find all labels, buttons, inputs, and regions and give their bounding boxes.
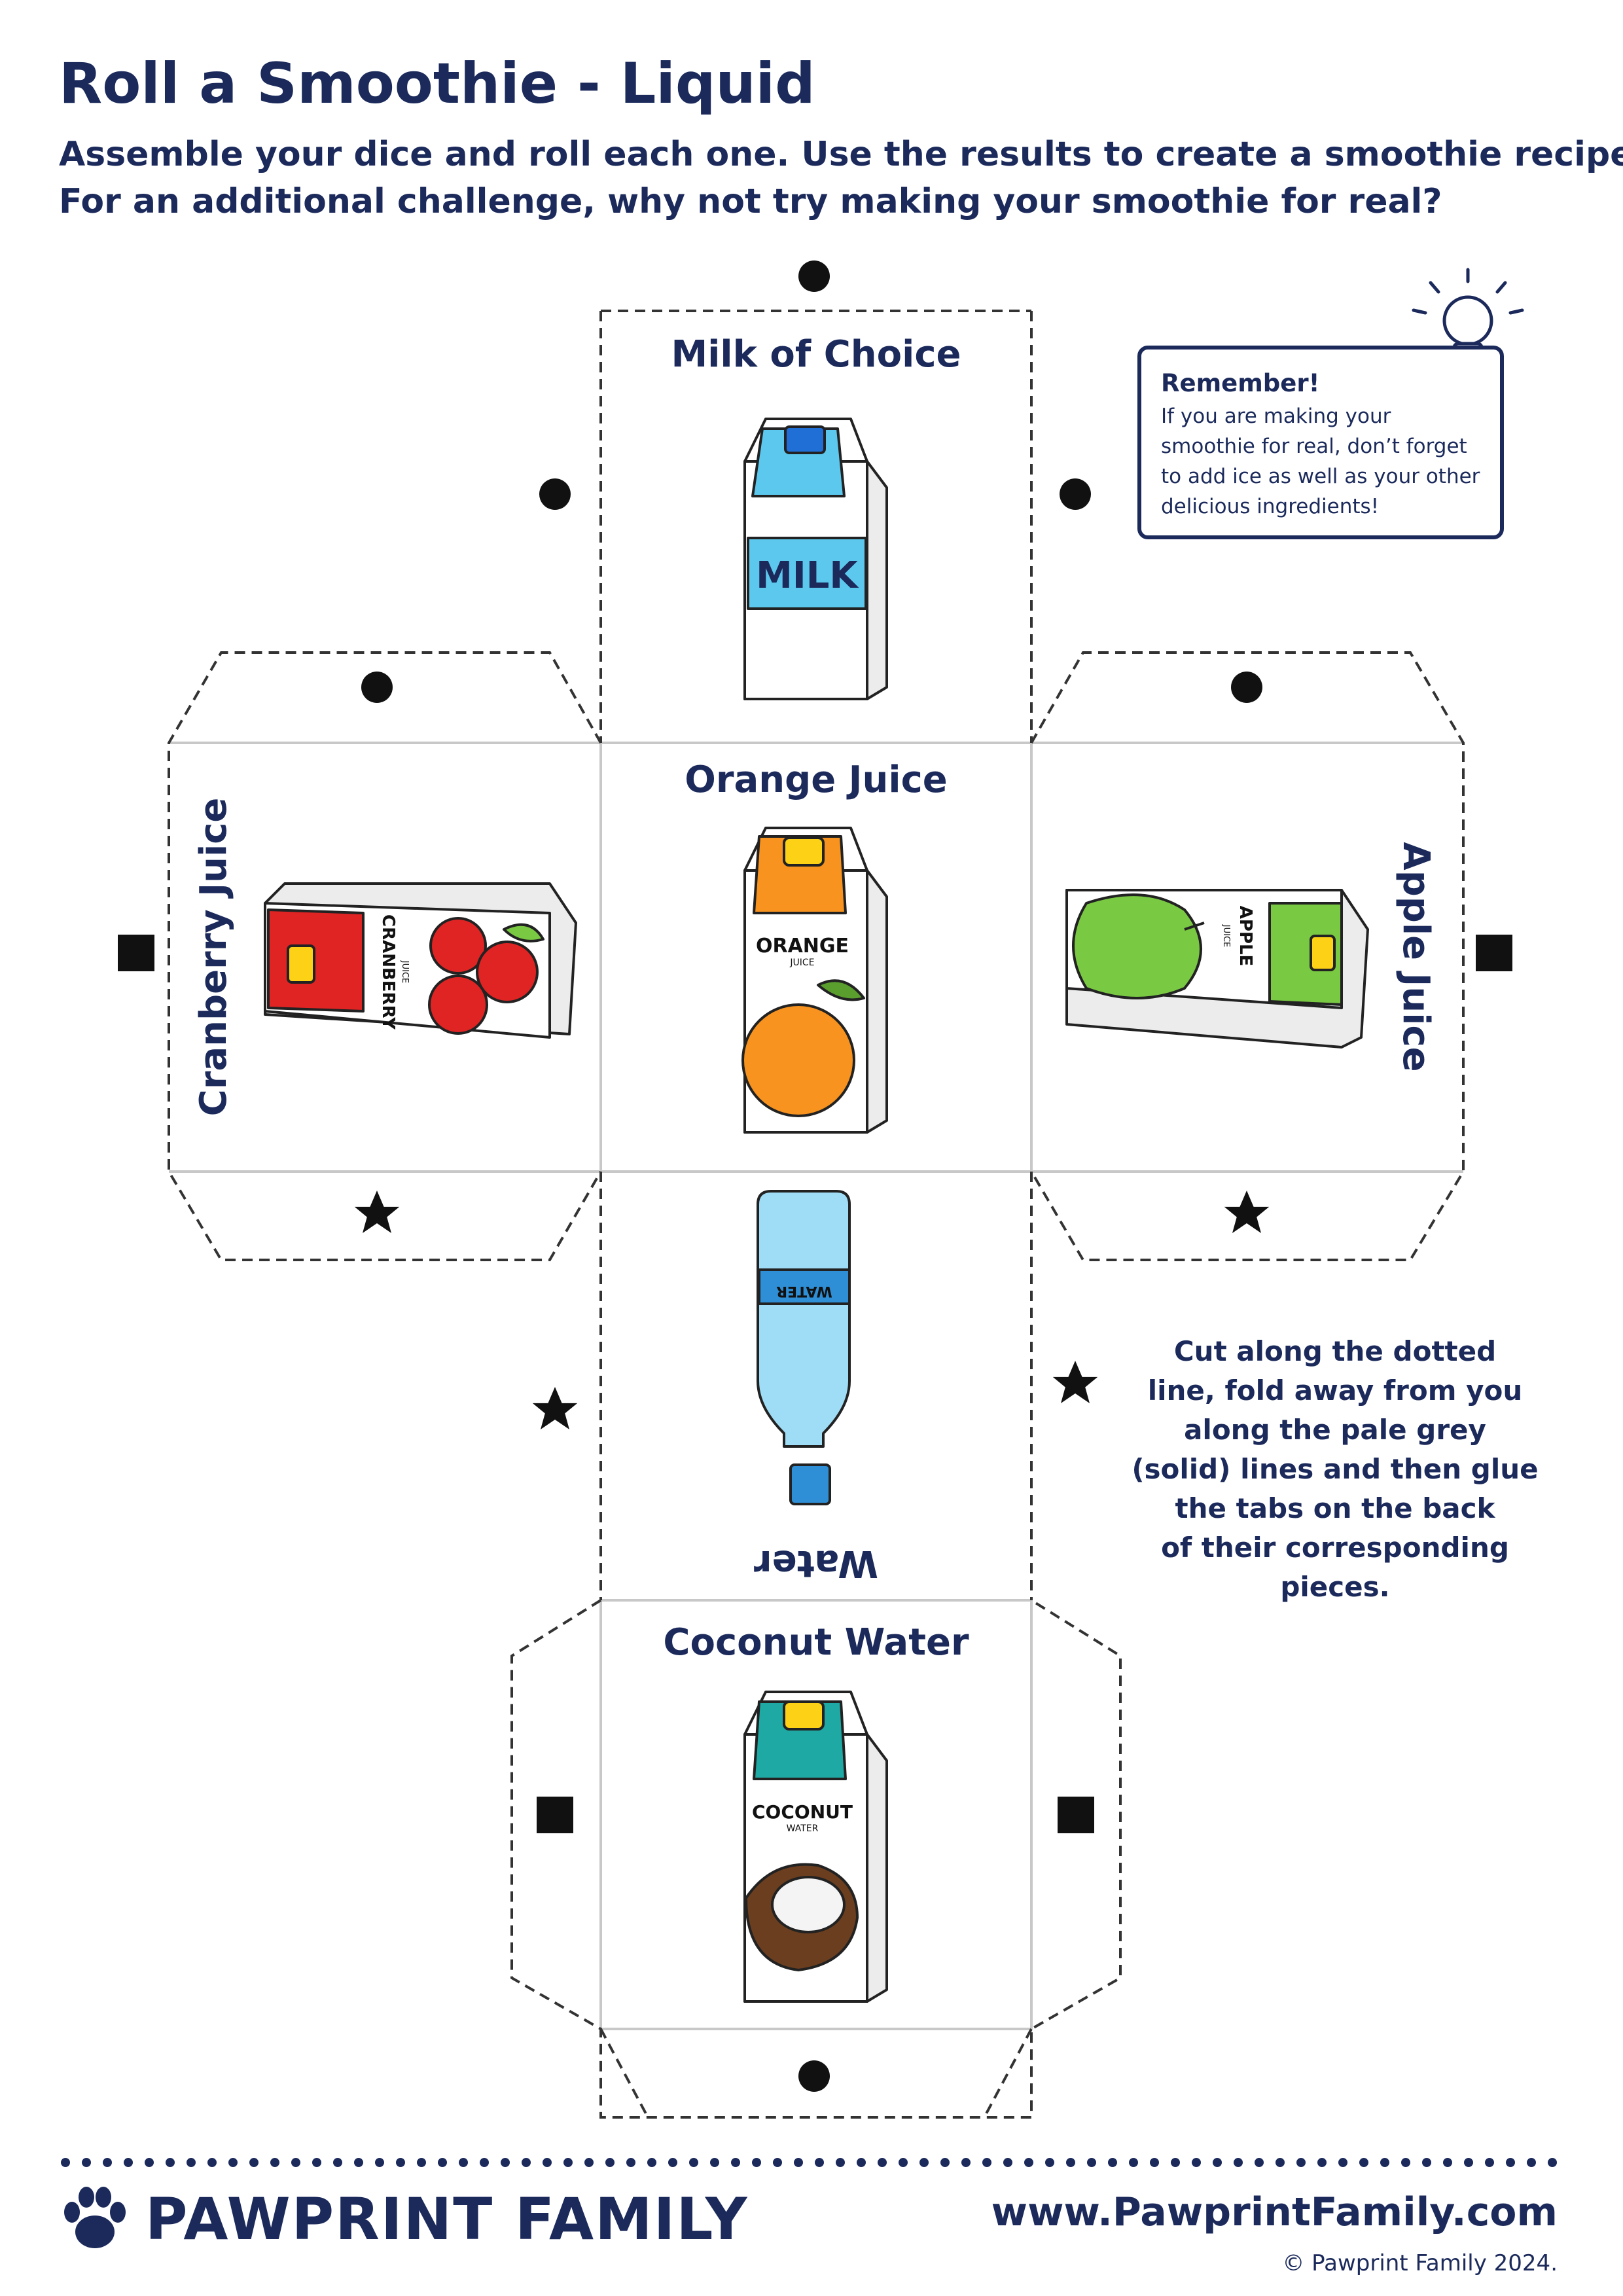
remember-line-3: to add ice as well as your other [1161,465,1480,488]
coconut-carton-image: COCONUT WATER [743,1691,888,2003]
markers [118,260,1512,2092]
instructions-line-3: along the pale grey [1184,1414,1486,1446]
coconut-sublabel: WATER [787,1823,819,1834]
cranberry-sublabel: JUICE [400,960,410,983]
apple-sublabel: JUICE [1221,924,1231,947]
circle-marker [798,260,830,292]
circle-marker [361,672,393,703]
cranberry-label: CRANBERRY [378,914,398,1030]
star-marker [1224,1191,1270,1233]
instructions-line-1: Cut along the dotted [1173,1335,1497,1367]
instructions-line-4: (solid) lines and then glue [1132,1453,1539,1485]
remember-heading: Remember! [1161,369,1320,397]
fold-lines [169,742,1463,2030]
face-label-milk: Milk of Choice [671,333,961,376]
cut-line [168,310,1465,2119]
coconut-label: COCONUT [752,1801,853,1823]
remember-line-1: If you are making your [1161,404,1391,428]
cranberry-carton-image: CRANBERRY JUICE [264,882,577,1039]
orange-sublabel: JUICE [789,958,814,968]
website-link[interactable]: www.PawprintFamily.com [991,2189,1558,2235]
remember-note: Remember! If you are making your smoothi… [1137,346,1504,539]
milk-label: MILK [756,554,859,597]
water-bottle-image: WATER [757,1190,851,1505]
instructions-line-7: pieces. [1280,1571,1390,1603]
square-marker [1058,1797,1094,1833]
instructions: Cut along the dotted line, fold away fro… [1113,1332,1558,1607]
apple-carton-image: APPLE JUICE [1065,889,1369,1049]
intro-text: Assemble your dice and roll each one. Us… [59,131,1623,225]
brand-logo: PAWPRINT FAMILY [59,2179,748,2258]
instructions-line-2: line, fold away from you [1147,1374,1523,1407]
square-marker [1476,935,1512,971]
circle-marker [539,478,571,510]
orange-label: ORANGE [756,935,849,958]
instructions-line-5: the tabs on the back [1175,1492,1495,1524]
intro-line-1: Assemble your dice and roll each one. Us… [59,135,1623,174]
instructions-line-6: of their corresponding [1161,1532,1509,1564]
page-title: Roll a Smoothie - Liquid [59,51,815,117]
star-marker [532,1387,578,1429]
star-marker [1052,1361,1098,1403]
orange-carton-image: ORANGE JUICE [741,827,888,1134]
circle-marker [798,2060,830,2092]
face-label-apple: Apple Juice [1395,842,1437,1071]
milk-carton-image: MILK [743,418,888,700]
footer-divider [61,2158,1562,2167]
intro-line-2: For an additional challenge, why not try… [59,182,1442,221]
copyright: © Pawprint Family 2024. [1282,2250,1558,2276]
face-label-orange: Orange Juice [685,759,948,801]
circle-marker [1060,478,1091,510]
star-marker [354,1191,400,1233]
water-label: WATER [776,1283,832,1299]
remember-line-4: delicious ingredients! [1161,495,1380,518]
square-marker [118,935,154,971]
remember-line-2: smoothie for real, don’t forget [1161,435,1467,458]
square-marker [537,1797,573,1833]
logo-text: PAWPRINT FAMILY [145,2185,749,2253]
face-label-coconut: Coconut Water [663,1621,969,1664]
circle-marker [1231,672,1262,703]
paw-icon [64,2187,126,2248]
apple-label: APPLE [1236,906,1255,967]
face-label-water: Water [754,1542,878,1585]
face-label-cranberry: Cranberry Juice [192,798,235,1117]
